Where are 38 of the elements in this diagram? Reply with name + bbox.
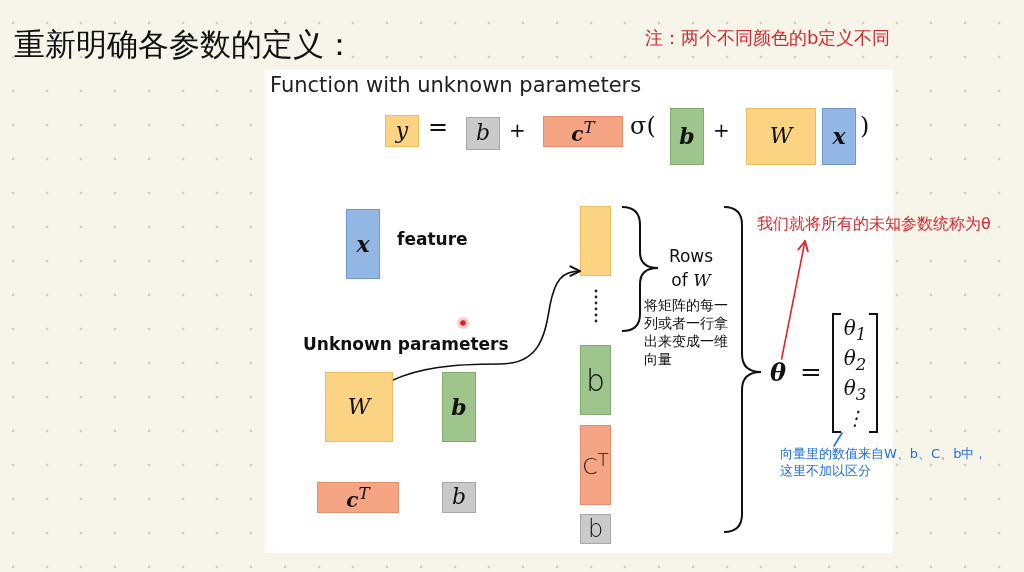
closing-parenthesis: ) xyxy=(860,112,870,141)
variable-box: c$^{T}$ xyxy=(317,482,399,513)
sigma-function: σ( xyxy=(630,112,656,141)
variable-box: W xyxy=(325,372,393,442)
handwritten-note: 向量里的数值来自W、b、C、b中，这里不加以区分 xyxy=(780,446,995,484)
variable-box: b xyxy=(442,372,476,442)
variable-box: x xyxy=(822,108,856,165)
vector-entry: ⋮ xyxy=(845,407,865,428)
plus-sign: + xyxy=(509,118,526,142)
slide-title: Function with unknown parameters xyxy=(270,73,642,97)
variable-box: W xyxy=(746,108,816,165)
vector-entry: θ$_{1}$ xyxy=(843,318,867,344)
vector-symbol: θ xyxy=(769,359,787,387)
variable-box: c$^{T}$ xyxy=(543,116,623,147)
equals-sign: = xyxy=(800,357,822,389)
equals-sign: = xyxy=(428,113,449,142)
handwritten-note: 将矩阵的每一列或者一行拿出来变成一维向量 xyxy=(644,296,729,368)
plus-sign: + xyxy=(713,118,730,142)
arrow xyxy=(392,265,581,381)
side-label: feature xyxy=(397,229,468,249)
vector-entry: θ$_{3}$ xyxy=(843,377,867,404)
arrow xyxy=(780,240,809,360)
variable-box: C$^{T}$ xyxy=(580,425,611,505)
vector-bar xyxy=(580,206,611,276)
vector-entry: θ$_{2}$ xyxy=(843,348,867,374)
leader-line xyxy=(833,432,843,447)
section-label: Unknown parameters xyxy=(303,334,509,355)
handwritten-note: 注：两个不同颜色的b定义不同 xyxy=(645,27,891,49)
variable-box: b xyxy=(442,482,476,513)
variable-box: y xyxy=(385,115,419,147)
variable-box: b xyxy=(580,514,611,544)
variable-box: b xyxy=(670,108,704,165)
page-title: 重新明确各参数的定义： xyxy=(14,25,355,64)
brace-label: Rows of W xyxy=(667,245,715,292)
handwritten-note: 我们就将所有的未知参数统称为θ xyxy=(757,214,1007,240)
variable-box: b xyxy=(466,117,500,150)
variable-box: x xyxy=(346,209,380,279)
variable-box: b xyxy=(580,345,611,415)
